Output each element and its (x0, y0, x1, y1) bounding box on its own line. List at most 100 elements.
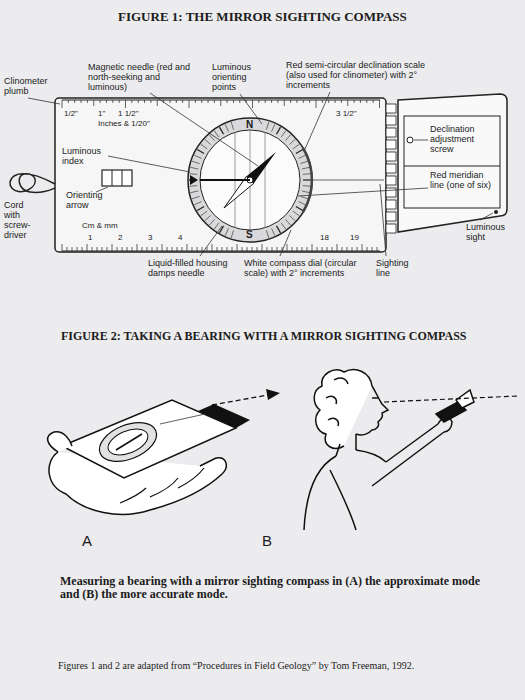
cm-ruler (342, 247, 343, 251)
dial-ticks (303, 173, 311, 175)
dial-ticks (197, 150, 204, 154)
inch-ruler (239, 100, 240, 103)
dial-ticks (272, 124, 275, 131)
lid-hinge (386, 152, 396, 161)
compass-capsule (190, 175, 198, 185)
leader-line (28, 98, 60, 104)
dial-ticks (192, 161, 200, 163)
inch-ruler (271, 100, 272, 103)
ruler-number: 1 1/2" (118, 110, 139, 119)
lid-hinge (386, 104, 396, 113)
inch-ruler (360, 100, 361, 103)
inch-ruler (227, 100, 228, 103)
cm-ruler (277, 247, 278, 251)
inch-ruler (265, 100, 266, 103)
bearing-arrow (212, 389, 280, 405)
inch-ruler (354, 100, 355, 103)
cm-ruler (92, 247, 93, 251)
inch-ruler (62, 100, 380, 108)
compass-capsule (265, 132, 266, 228)
lid-hinge (386, 128, 396, 137)
ruler-unit: Inches & 1/20" (98, 120, 150, 129)
person-sighting (326, 378, 348, 426)
part-label: Red semi-circular declination scale (als… (286, 60, 438, 90)
inch-ruler (150, 100, 151, 103)
inch-ruler (366, 100, 367, 103)
orienting-arrow-window (102, 170, 132, 186)
cm-ruler (87, 244, 88, 251)
dial-ticks (190, 167, 198, 169)
cm-ruler (147, 247, 148, 251)
dial-ticks (285, 135, 290, 141)
bearing-arrow (212, 395, 268, 405)
cm-ruler (157, 247, 158, 251)
cm-ruler (242, 247, 243, 251)
dial-ticks (302, 191, 310, 193)
part-label: Magnetic needle (red and north-seeking a… (88, 62, 200, 92)
cm-ruler (132, 247, 133, 251)
part-label: White compass dial (circular scale) with… (244, 258, 370, 278)
cm-ruler (347, 247, 348, 251)
cm-ruler (262, 244, 263, 251)
lid-hinge (386, 104, 396, 233)
dial-ticks (293, 211, 299, 216)
cm-ruler (337, 244, 338, 251)
lid-hinge (386, 200, 396, 209)
inch-ruler (100, 100, 101, 103)
bearing-arrow (266, 389, 280, 400)
sight-line (384, 396, 518, 402)
inch-ruler (189, 100, 190, 108)
dial-ticks (281, 223, 286, 229)
inch-ruler (93, 100, 94, 106)
leader-line (380, 184, 386, 256)
compass-capsule (246, 152, 276, 183)
person-sighting (330, 470, 356, 530)
dial-ticks (190, 191, 198, 193)
hand-holding-compass (160, 414, 205, 424)
person-sighting (372, 397, 378, 399)
inch-ruler (284, 100, 285, 106)
compass-base-plate (55, 98, 386, 252)
inch-ruler (214, 100, 215, 103)
part-label: Declination adjustment screw (430, 124, 496, 154)
mirror-lid (398, 94, 507, 232)
dial-ticks (277, 127, 281, 134)
hand-holding-compass (120, 488, 146, 503)
cm-ruler (367, 247, 368, 251)
lid-hinge (386, 224, 396, 233)
dial-ticks (296, 150, 303, 154)
cm-ruler (72, 247, 73, 251)
sighting-line (312, 180, 384, 181)
inch-ruler (68, 100, 69, 103)
person-sighting (314, 370, 372, 449)
part-label: Red meridian line (one of six) (430, 170, 496, 190)
cm-ruler (237, 244, 238, 251)
hand-holding-compass (116, 434, 142, 450)
source-note: Figures 1 and 2 are adapted from “Proced… (58, 660, 518, 671)
cm-ruler (187, 244, 188, 251)
compass-point: S (246, 229, 253, 240)
mirror-lid (404, 166, 500, 167)
inch-ruler (309, 100, 310, 103)
cm-ruler (202, 247, 203, 251)
ruler-number: 3 1/2" (336, 110, 357, 119)
cm-ruler (107, 247, 108, 251)
dial-ticks (272, 228, 275, 235)
cm-ruler (232, 247, 233, 251)
inch-ruler (233, 100, 234, 103)
inch-ruler (119, 100, 120, 103)
part-label: Cord with screw-driver (4, 200, 38, 240)
cm-ruler (77, 247, 78, 251)
dial-ticks (197, 207, 204, 211)
dial-ticks (192, 196, 200, 198)
cm-ruler (292, 247, 293, 251)
cm-ruler (117, 247, 118, 251)
inch-ruler (112, 100, 113, 103)
dial-ticks (289, 139, 295, 144)
dial-ticks (266, 230, 268, 238)
sight-line (384, 396, 518, 402)
inch-ruler (87, 100, 88, 103)
cm-ruler (62, 244, 380, 251)
cm-ruler (97, 247, 98, 251)
